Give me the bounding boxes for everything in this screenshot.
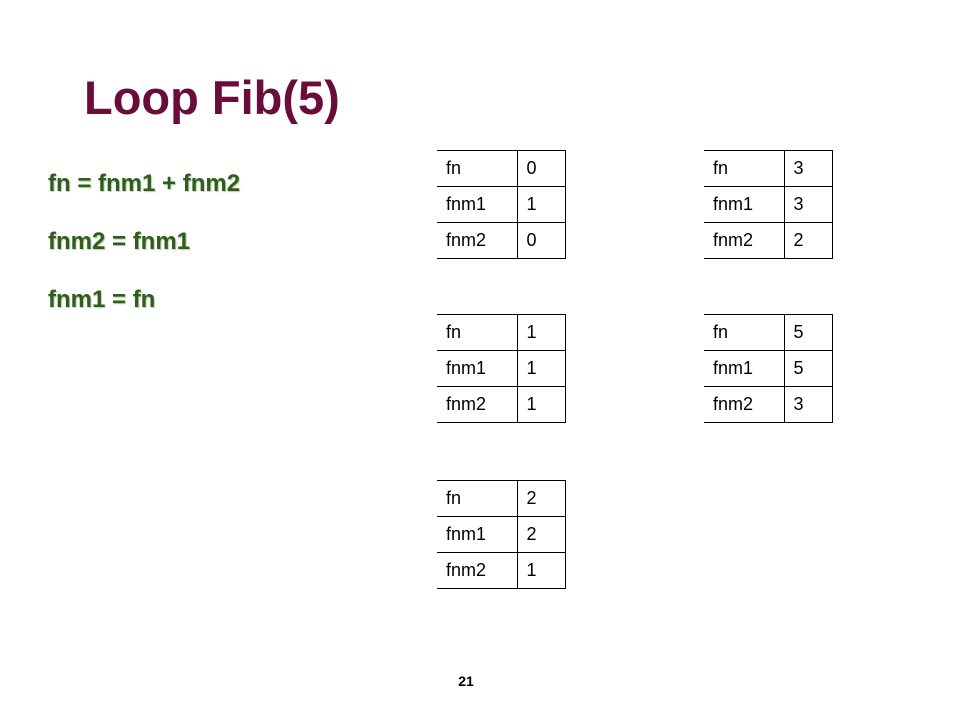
variable-name: fn [437, 314, 518, 351]
table-row: fnm1 1 [437, 186, 566, 223]
table-row: fnm1 1 [437, 350, 566, 387]
variable-name: fnm1 [437, 516, 518, 553]
table-row: fnm2 1 [437, 552, 566, 589]
table-row: fnm1 2 [437, 516, 566, 553]
variable-name: fnm1 [437, 350, 518, 387]
code-lines: fn = fnm1 + fnm2 fnm2 = fnm1 fnm1 = fn [48, 170, 240, 344]
table-row: fnm2 0 [437, 222, 566, 259]
variable-name: fnm1 [704, 186, 785, 223]
variable-table-iteration-3: fn 2 fnm1 2 fnm2 1 [437, 480, 566, 589]
variable-value: 0 [517, 150, 566, 187]
variable-value: 3 [784, 386, 833, 423]
table-row: fn 1 [437, 314, 566, 351]
variable-name: fnm2 [437, 552, 518, 589]
variable-name: fnm2 [704, 222, 785, 259]
table-row: fn 5 [704, 314, 833, 351]
table-row: fnm1 5 [704, 350, 833, 387]
variable-value: 1 [517, 350, 566, 387]
variable-name: fnm1 [704, 350, 785, 387]
table-row: fnm1 3 [704, 186, 833, 223]
variable-table-iteration-4: fn 3 fnm1 3 fnm2 2 [704, 150, 833, 259]
variable-value: 2 [517, 480, 566, 517]
variable-value: 1 [517, 186, 566, 223]
table-row: fn 3 [704, 150, 833, 187]
variable-name: fn [704, 314, 785, 351]
table-row: fnm2 1 [437, 386, 566, 423]
variable-name: fn [704, 150, 785, 187]
table-row: fnm2 3 [704, 386, 833, 423]
variable-value: 3 [784, 150, 833, 187]
variable-name: fnm2 [704, 386, 785, 423]
variable-name: fn [437, 480, 518, 517]
table-row: fnm2 2 [704, 222, 833, 259]
variable-name: fnm2 [437, 386, 518, 423]
variable-table-iteration-2: fn 1 fnm1 1 fnm2 1 [437, 314, 566, 423]
variable-name: fn [437, 150, 518, 187]
code-line-assign-fnm1: fnm1 = fn [48, 286, 156, 313]
table-row: fn 2 [437, 480, 566, 517]
variable-value: 3 [784, 186, 833, 223]
variable-value: 2 [517, 516, 566, 553]
variable-value: 2 [784, 222, 833, 259]
page-number: 21 [458, 673, 474, 689]
variable-table-iteration-1: fn 0 fnm1 1 fnm2 0 [437, 150, 566, 259]
table-row: fn 0 [437, 150, 566, 187]
variable-value: 0 [517, 222, 566, 259]
slide-title: Loop Fib(5) [84, 71, 340, 124]
variable-value: 1 [517, 314, 566, 351]
variable-value: 5 [784, 350, 833, 387]
variable-value: 5 [784, 314, 833, 351]
variable-name: fnm2 [437, 222, 518, 259]
code-line-assign-fnm2: fnm2 = fnm1 [48, 228, 191, 255]
variable-value: 1 [517, 386, 566, 423]
variable-value: 1 [517, 552, 566, 589]
variable-table-iteration-5: fn 5 fnm1 5 fnm2 3 [704, 314, 833, 423]
code-line-compute-fn: fn = fnm1 + fnm2 [48, 170, 241, 197]
variable-name: fnm1 [437, 186, 518, 223]
